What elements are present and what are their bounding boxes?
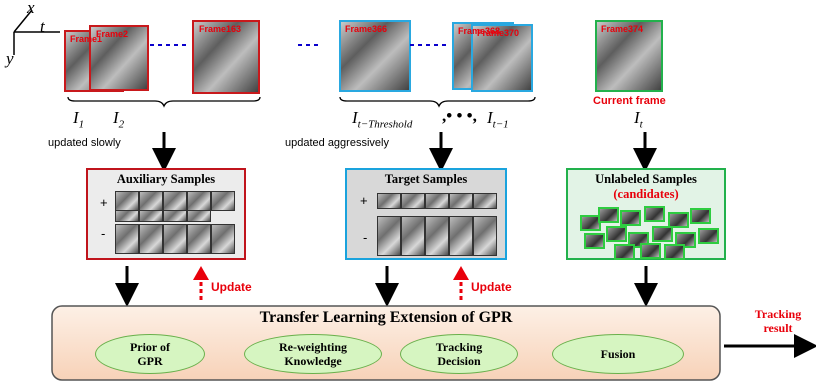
updated-slowly-label: updated slowly	[48, 137, 121, 149]
current-frame-image	[595, 20, 663, 92]
frame-caption: Frame374	[601, 24, 644, 34]
brace-early	[67, 96, 261, 108]
axis-x-label: x	[27, 0, 35, 17]
label-dots: ,• • •,	[442, 106, 477, 125]
target-plus: +	[360, 193, 368, 208]
label-it: It	[634, 108, 643, 131]
tracking-result-label: Tracking result	[754, 307, 802, 335]
gpr-title: Transfer Learning Extension of GPR	[259, 309, 513, 326]
label-it-threshold: It−Threshold	[352, 108, 413, 131]
frame-caption: Frame2	[96, 29, 129, 39]
axis-y-label: y	[6, 49, 14, 68]
auxiliary-title: Auxiliary Samples	[116, 172, 216, 186]
frame-caption: Frame368	[458, 26, 501, 36]
target-minus: -	[363, 230, 368, 245]
unlabeled-subtitle: (candidates)	[613, 187, 679, 201]
update-arrow-2	[453, 266, 469, 300]
brace-recent	[339, 96, 536, 108]
update-label-1: Update	[211, 280, 252, 294]
unlabeled-title: Unlabeled Samples	[595, 172, 697, 186]
aux-minus: -	[101, 226, 106, 241]
frame-caption: Frame1	[70, 34, 103, 44]
gpr-main-box	[51, 305, 721, 381]
label-i2: I2	[113, 108, 125, 131]
frame-caption: Frame370	[477, 28, 520, 38]
aux-plus: +	[100, 195, 108, 210]
frame-caption: Frame163	[199, 24, 242, 34]
ellipse-fusion: Fusion	[552, 334, 684, 374]
update-arrow-1	[193, 266, 209, 300]
label-i1: I1	[73, 108, 85, 131]
axis-icon	[13, 9, 60, 55]
axis-t-label: t	[40, 17, 45, 36]
frame-stack-early	[64, 20, 260, 94]
frame-caption: Frame366	[345, 24, 388, 34]
frame-stack-recent	[339, 20, 533, 92]
updated-aggressively-label: updated aggressively	[285, 137, 389, 149]
current-frame-label: Current frame	[593, 95, 666, 107]
update-label-2: Update	[471, 280, 512, 294]
target-title: Target Samples	[384, 172, 468, 186]
label-it1: It−1	[487, 108, 509, 131]
